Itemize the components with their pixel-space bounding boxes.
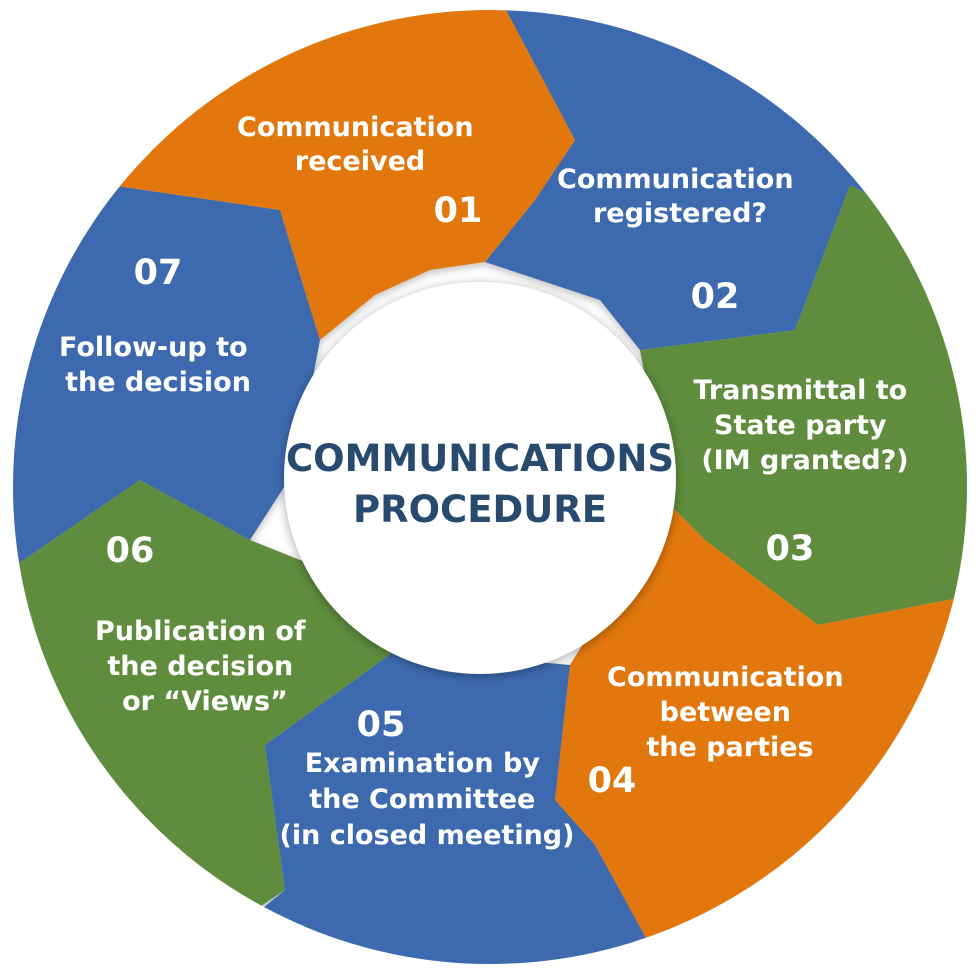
step-02-label-line-2: registered? bbox=[593, 198, 767, 229]
step-02: Communication registered? 02 bbox=[557, 164, 803, 317]
step-03-label-line-3: (IM granted?) bbox=[701, 445, 908, 476]
step-03-label-line-1: Transmittal to bbox=[693, 375, 907, 406]
step-06-label: Publication of the decision or “Views” bbox=[95, 616, 315, 717]
step-03-label-line-2: State party bbox=[714, 410, 887, 441]
step-05-label: Examination by the Committee (in closed … bbox=[280, 748, 575, 851]
step-07-label-line-1: Follow-up to bbox=[59, 332, 248, 363]
center-circle bbox=[284, 282, 676, 674]
segment-05 bbox=[150, 640, 680, 964]
step-04: Communication between the parties 04 bbox=[588, 662, 853, 801]
step-04-label-line-2: between bbox=[660, 697, 791, 728]
step-05-label-line-3: (in closed meeting) bbox=[280, 820, 575, 851]
step-04-label: Communication between the parties bbox=[607, 662, 853, 763]
center-title-line2: PROCEDURE bbox=[353, 488, 607, 531]
step-05-label-line-2: the Committee bbox=[309, 784, 535, 815]
step-07-label: Follow-up to the decision bbox=[59, 332, 257, 398]
step-06-label-line-3: or “Views” bbox=[122, 686, 288, 717]
step-05: 05 Examination by the Committee (in clos… bbox=[280, 705, 575, 851]
step-04-number: 04 bbox=[588, 761, 637, 801]
step-05-number: 05 bbox=[357, 705, 406, 745]
step-06-number: 06 bbox=[106, 531, 155, 571]
step-06-label-line-2: the decision bbox=[107, 651, 293, 682]
step-03-number: 03 bbox=[766, 529, 815, 569]
step-03: Transmittal to State party (IM granted?)… bbox=[693, 375, 916, 569]
step-01-label-line-2: received bbox=[295, 146, 425, 177]
step-01-label: Communication received bbox=[237, 112, 483, 177]
step-01-number: 01 bbox=[434, 191, 483, 231]
step-04-label-line-3: the parties bbox=[646, 732, 813, 763]
step-04-label-line-1: Communication bbox=[607, 662, 844, 693]
segment-03 bbox=[640, 185, 967, 625]
step-07-number: 07 bbox=[134, 253, 183, 293]
step-06-label-line-1: Publication of bbox=[95, 616, 306, 647]
step-07-label-line-2: the decision bbox=[65, 367, 251, 398]
step-03-label: Transmittal to State party (IM granted?) bbox=[693, 375, 916, 476]
step-02-number: 02 bbox=[691, 277, 740, 317]
step-02-label: Communication registered? bbox=[557, 164, 803, 229]
step-02-label-line-1: Communication bbox=[557, 164, 794, 195]
step-07: 07 Follow-up to the decision bbox=[59, 253, 257, 398]
step-06: 06 Publication of the decision or “Views… bbox=[95, 531, 315, 717]
step-01: Communication received 01 bbox=[237, 112, 483, 231]
step-05-label-line-1: Examination by bbox=[305, 748, 541, 779]
center-title-line1: COMMUNICATIONS bbox=[286, 437, 674, 480]
step-01-label-line-1: Communication bbox=[237, 112, 474, 143]
